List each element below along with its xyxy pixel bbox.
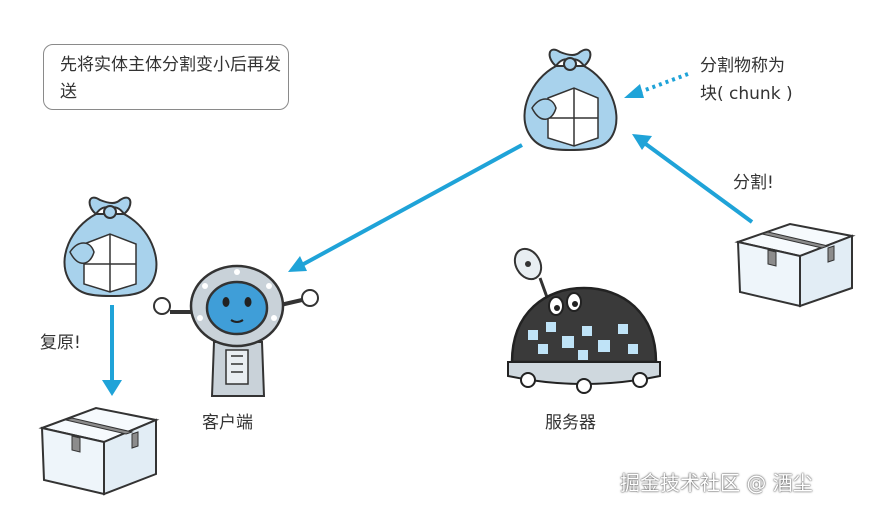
box-icon bbox=[38, 406, 160, 496]
box-icon bbox=[734, 222, 856, 308]
chunk-label: 分割物称为 块( chunk ) bbox=[700, 56, 793, 104]
arrow-bundle-to-client bbox=[288, 143, 523, 272]
callout-box: 先将实体主体分割变小后再发送 bbox=[43, 44, 289, 110]
bundle-icon bbox=[63, 196, 158, 298]
server-label: 服务器 bbox=[545, 413, 596, 433]
callout-text: 先将实体主体分割变小后再发送 bbox=[60, 55, 281, 102]
server-robot-icon bbox=[507, 247, 661, 394]
client-label: 客户端 bbox=[202, 413, 253, 433]
arrow-down-restore bbox=[102, 305, 122, 396]
split-label: 分割! bbox=[733, 173, 774, 193]
dotted-arrow-chunk bbox=[624, 72, 689, 98]
watermark: 掘金技术社区 @ 酒尘 bbox=[620, 471, 813, 495]
arrow-server-to-bundle bbox=[632, 134, 754, 224]
bundle-icon bbox=[523, 48, 618, 152]
client-robot-icon bbox=[153, 264, 319, 397]
restore-label: 复原! bbox=[40, 333, 81, 353]
